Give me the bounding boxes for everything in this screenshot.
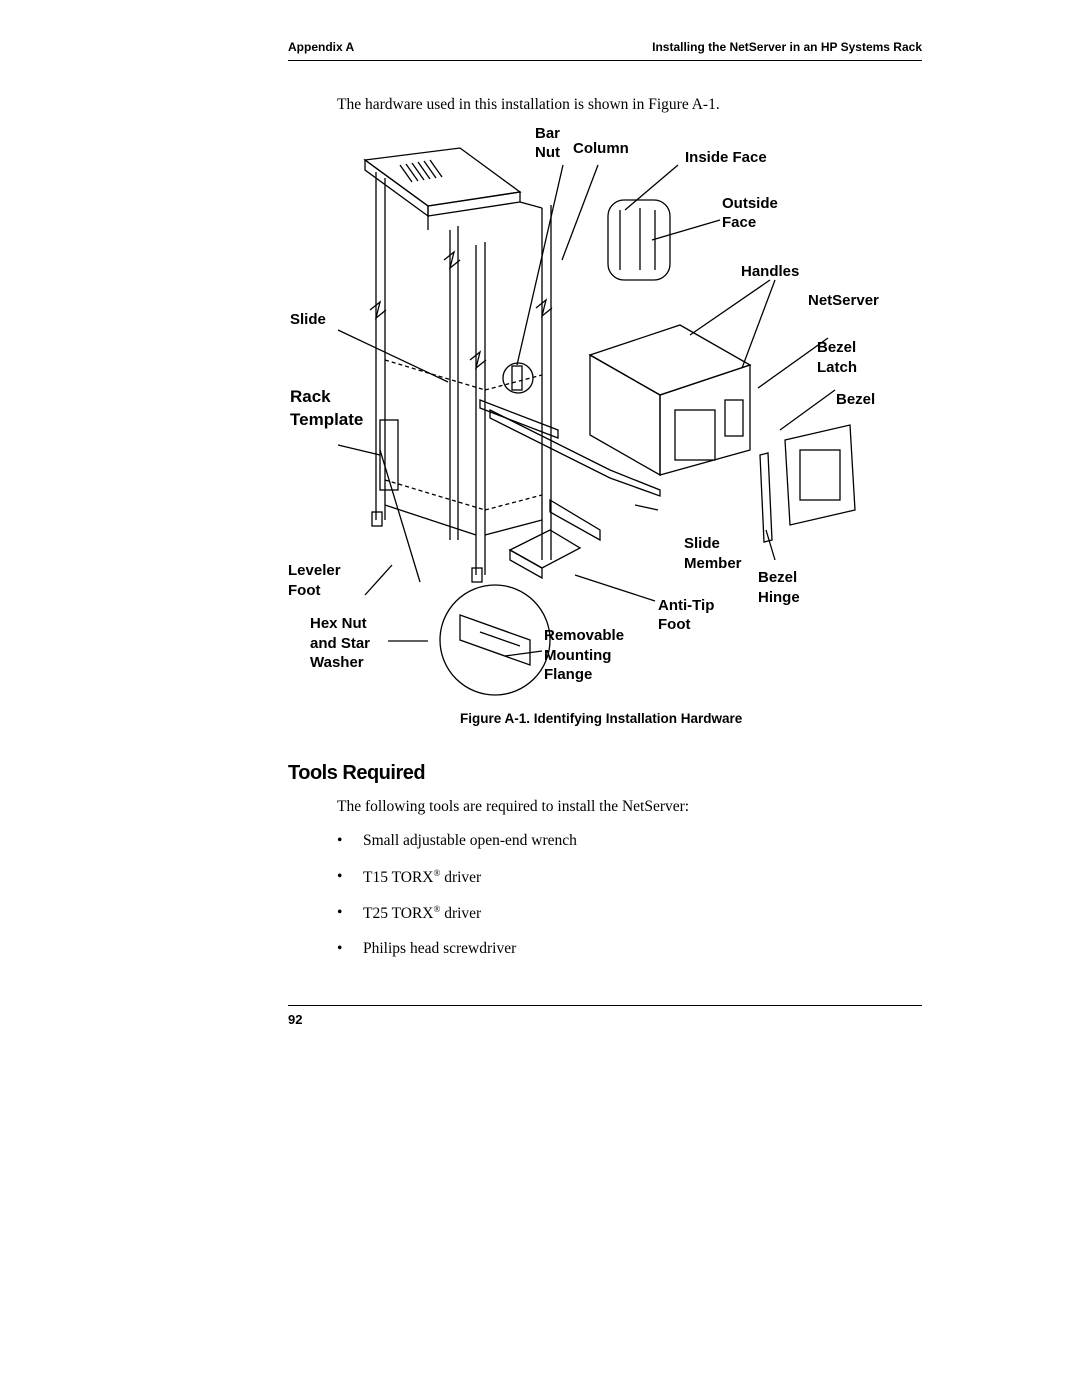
section-paragraph: The following tools are required to inst…	[337, 798, 690, 815]
column-detail-drawing	[607, 199, 671, 281]
intro-text: The hardware used in this installation i…	[337, 96, 720, 113]
list-item: • T25 TORX® driver	[337, 904, 577, 940]
bullet-icon: •	[337, 940, 343, 957]
tools-list: • Small adjustable open-end wrench • T15…	[337, 832, 577, 976]
label-washer: Washer	[310, 654, 364, 671]
header-chapter: Appendix A	[288, 40, 355, 54]
registered-mark: ®	[433, 904, 441, 914]
bullet-icon: •	[337, 904, 343, 921]
label-bezel-3: Bezel	[758, 569, 797, 586]
registered-mark: ®	[433, 868, 441, 878]
flange-detail-drawing	[439, 584, 551, 696]
list-item-tail: driver	[440, 905, 482, 922]
label-member: Member	[684, 555, 742, 572]
list-item: • T15 TORX® driver	[337, 868, 577, 904]
header-rule	[288, 60, 922, 61]
label-bezel-2: Bezel	[836, 391, 875, 408]
figure-labels: Bar Nut Column Inside Face Outside Face …	[288, 125, 879, 683]
label-flange: Flange	[544, 666, 592, 683]
list-item-text: T25 TORX	[363, 905, 434, 922]
list-item-text: Philips head screwdriver	[363, 940, 517, 957]
footer-rule	[288, 1005, 922, 1006]
label-slide: Slide	[290, 311, 326, 328]
label-bar: Bar	[535, 125, 560, 142]
label-foot-2: Foot	[658, 616, 690, 633]
figure-caption: Figure A-1. Identifying Installation Har…	[460, 711, 743, 726]
list-item-text: T15 TORX	[363, 869, 434, 886]
list-item: • Small adjustable open-end wrench	[337, 832, 577, 868]
label-hex-nut: Hex Nut	[310, 615, 367, 632]
label-mounting: Mounting	[544, 647, 611, 664]
leader-lines	[337, 164, 836, 657]
label-template: Template	[290, 410, 363, 429]
label-anti-tip: Anti-Tip	[658, 597, 714, 614]
installation-hardware-figure: Bar Nut Column Inside Face Outside Face …	[288, 125, 879, 696]
label-foot: Foot	[288, 582, 320, 599]
netserver-drawing	[588, 324, 752, 477]
label-removable: Removable	[544, 627, 624, 644]
rack-cabinet-drawing	[363, 147, 553, 583]
label-latch: Latch	[817, 359, 857, 376]
label-inside-face: Inside Face	[685, 149, 767, 166]
list-item-tail: driver	[440, 869, 482, 886]
label-nut: Nut	[535, 144, 560, 161]
label-column: Column	[573, 140, 629, 157]
label-outside: Outside	[722, 195, 778, 212]
list-item: • Philips head screwdriver	[337, 940, 577, 976]
bullet-icon: •	[337, 868, 343, 885]
bullet-icon: •	[337, 832, 343, 849]
label-and-star: and Star	[310, 635, 370, 652]
list-item-text: Small adjustable open-end wrench	[363, 832, 577, 849]
label-slide-2: Slide	[684, 535, 720, 552]
label-handles: Handles	[741, 263, 799, 280]
label-face: Face	[722, 214, 756, 231]
label-rack: Rack	[290, 387, 331, 406]
page-number: 92	[288, 1012, 303, 1027]
bezel-drawing	[759, 424, 856, 543]
label-bezel-1: Bezel	[817, 339, 856, 356]
slide-rails-drawing	[479, 399, 661, 580]
label-netserver: NetServer	[808, 292, 879, 309]
label-leveler: Leveler	[288, 562, 341, 579]
label-hinge: Hinge	[758, 589, 800, 606]
section-heading: Tools Required	[288, 762, 426, 784]
header-title: Installing the NetServer in an HP System…	[652, 40, 922, 54]
